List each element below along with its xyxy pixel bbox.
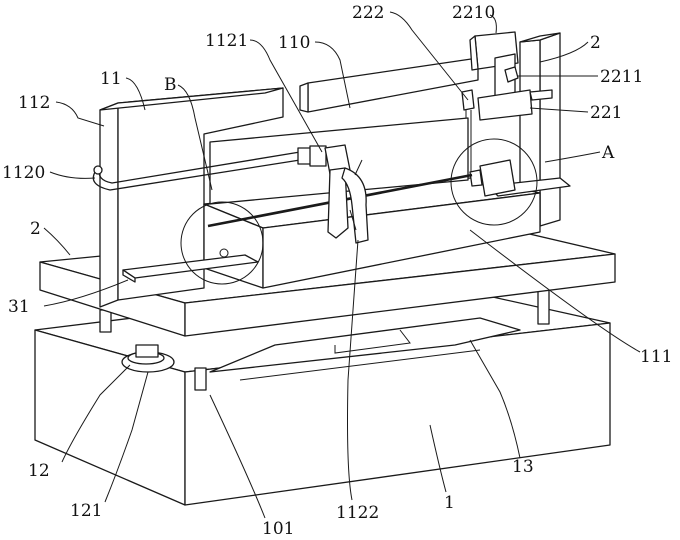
label-11: 11 xyxy=(100,69,122,89)
label-2211: 2211 xyxy=(600,67,643,87)
label-1122: 1122 xyxy=(336,503,379,523)
label-1120: 1120 xyxy=(2,163,45,183)
label-12: 12 xyxy=(28,461,50,481)
label-222: 222 xyxy=(352,3,384,23)
label-a: A xyxy=(601,143,615,163)
label-110: 110 xyxy=(278,33,310,53)
label-2210: 2210 xyxy=(452,3,495,23)
label-13: 13 xyxy=(512,457,534,477)
label-2-left: 2 xyxy=(30,219,41,239)
label-111: 111 xyxy=(640,347,672,367)
label-112: 112 xyxy=(18,93,50,113)
label-31: 31 xyxy=(8,297,30,317)
label-101: 101 xyxy=(262,519,294,539)
label-121: 121 xyxy=(70,501,102,521)
label-1: 1 xyxy=(444,493,455,513)
label-b: B xyxy=(164,75,177,95)
label-2-top: 2 xyxy=(590,33,601,53)
label-221: 221 xyxy=(590,103,622,123)
label-1121: 1121 xyxy=(205,31,248,51)
